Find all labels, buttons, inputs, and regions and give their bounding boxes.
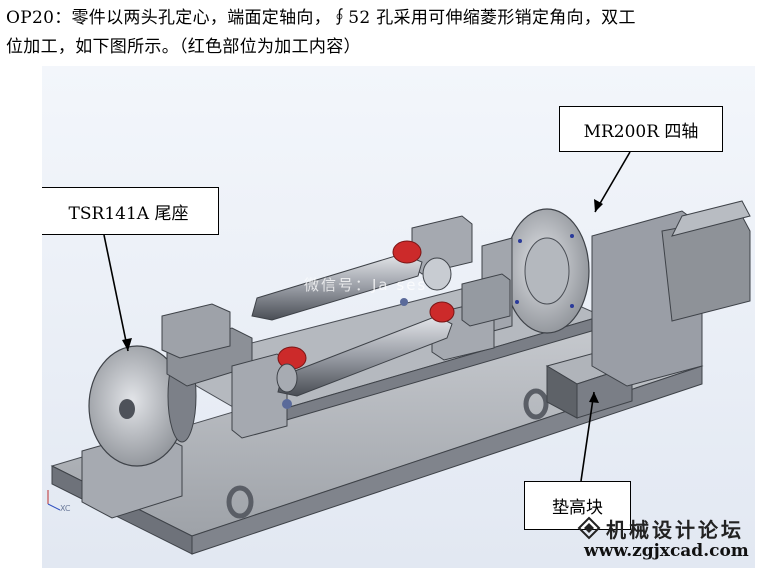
callout-riser-block: 垫高块 <box>524 481 631 530</box>
callout-tailstock: TSR141A 尾座 <box>42 187 219 235</box>
watermark-overlay-text: 微信号：Ja ses <box>304 276 428 294</box>
forum-logo-icon <box>577 516 601 540</box>
callout-fourth-axis: MR200R 四轴 <box>559 106 723 152</box>
arrow-tailstock <box>103 234 129 352</box>
fixture-figure: 微信号：Ja ses XC MR200R 四轴 TSR141A 尾座 垫高块 <box>42 66 755 568</box>
paragraph-line-1: OP20：零件以两头孔定心，端面定轴向，∮52 孔采用可伸缩菱形销定角向，双工 <box>6 8 636 28</box>
watermark-url: www.zgjxcad.com <box>584 541 749 561</box>
arrow-fourth-axis <box>594 151 631 213</box>
description-paragraph: OP20：零件以两头孔定心，端面定轴向，∮52 孔采用可伸缩菱形销定角向，双工 … <box>6 4 768 62</box>
arrow-riser-block <box>580 391 595 482</box>
axis-label: XC <box>60 504 71 513</box>
fixture-rendering <box>47 151 751 555</box>
watermark-site-name: 机械设计论坛 <box>606 518 744 542</box>
paragraph-line-2: 位加工，如下图所示。（红色部位为加工内容） <box>6 37 361 57</box>
